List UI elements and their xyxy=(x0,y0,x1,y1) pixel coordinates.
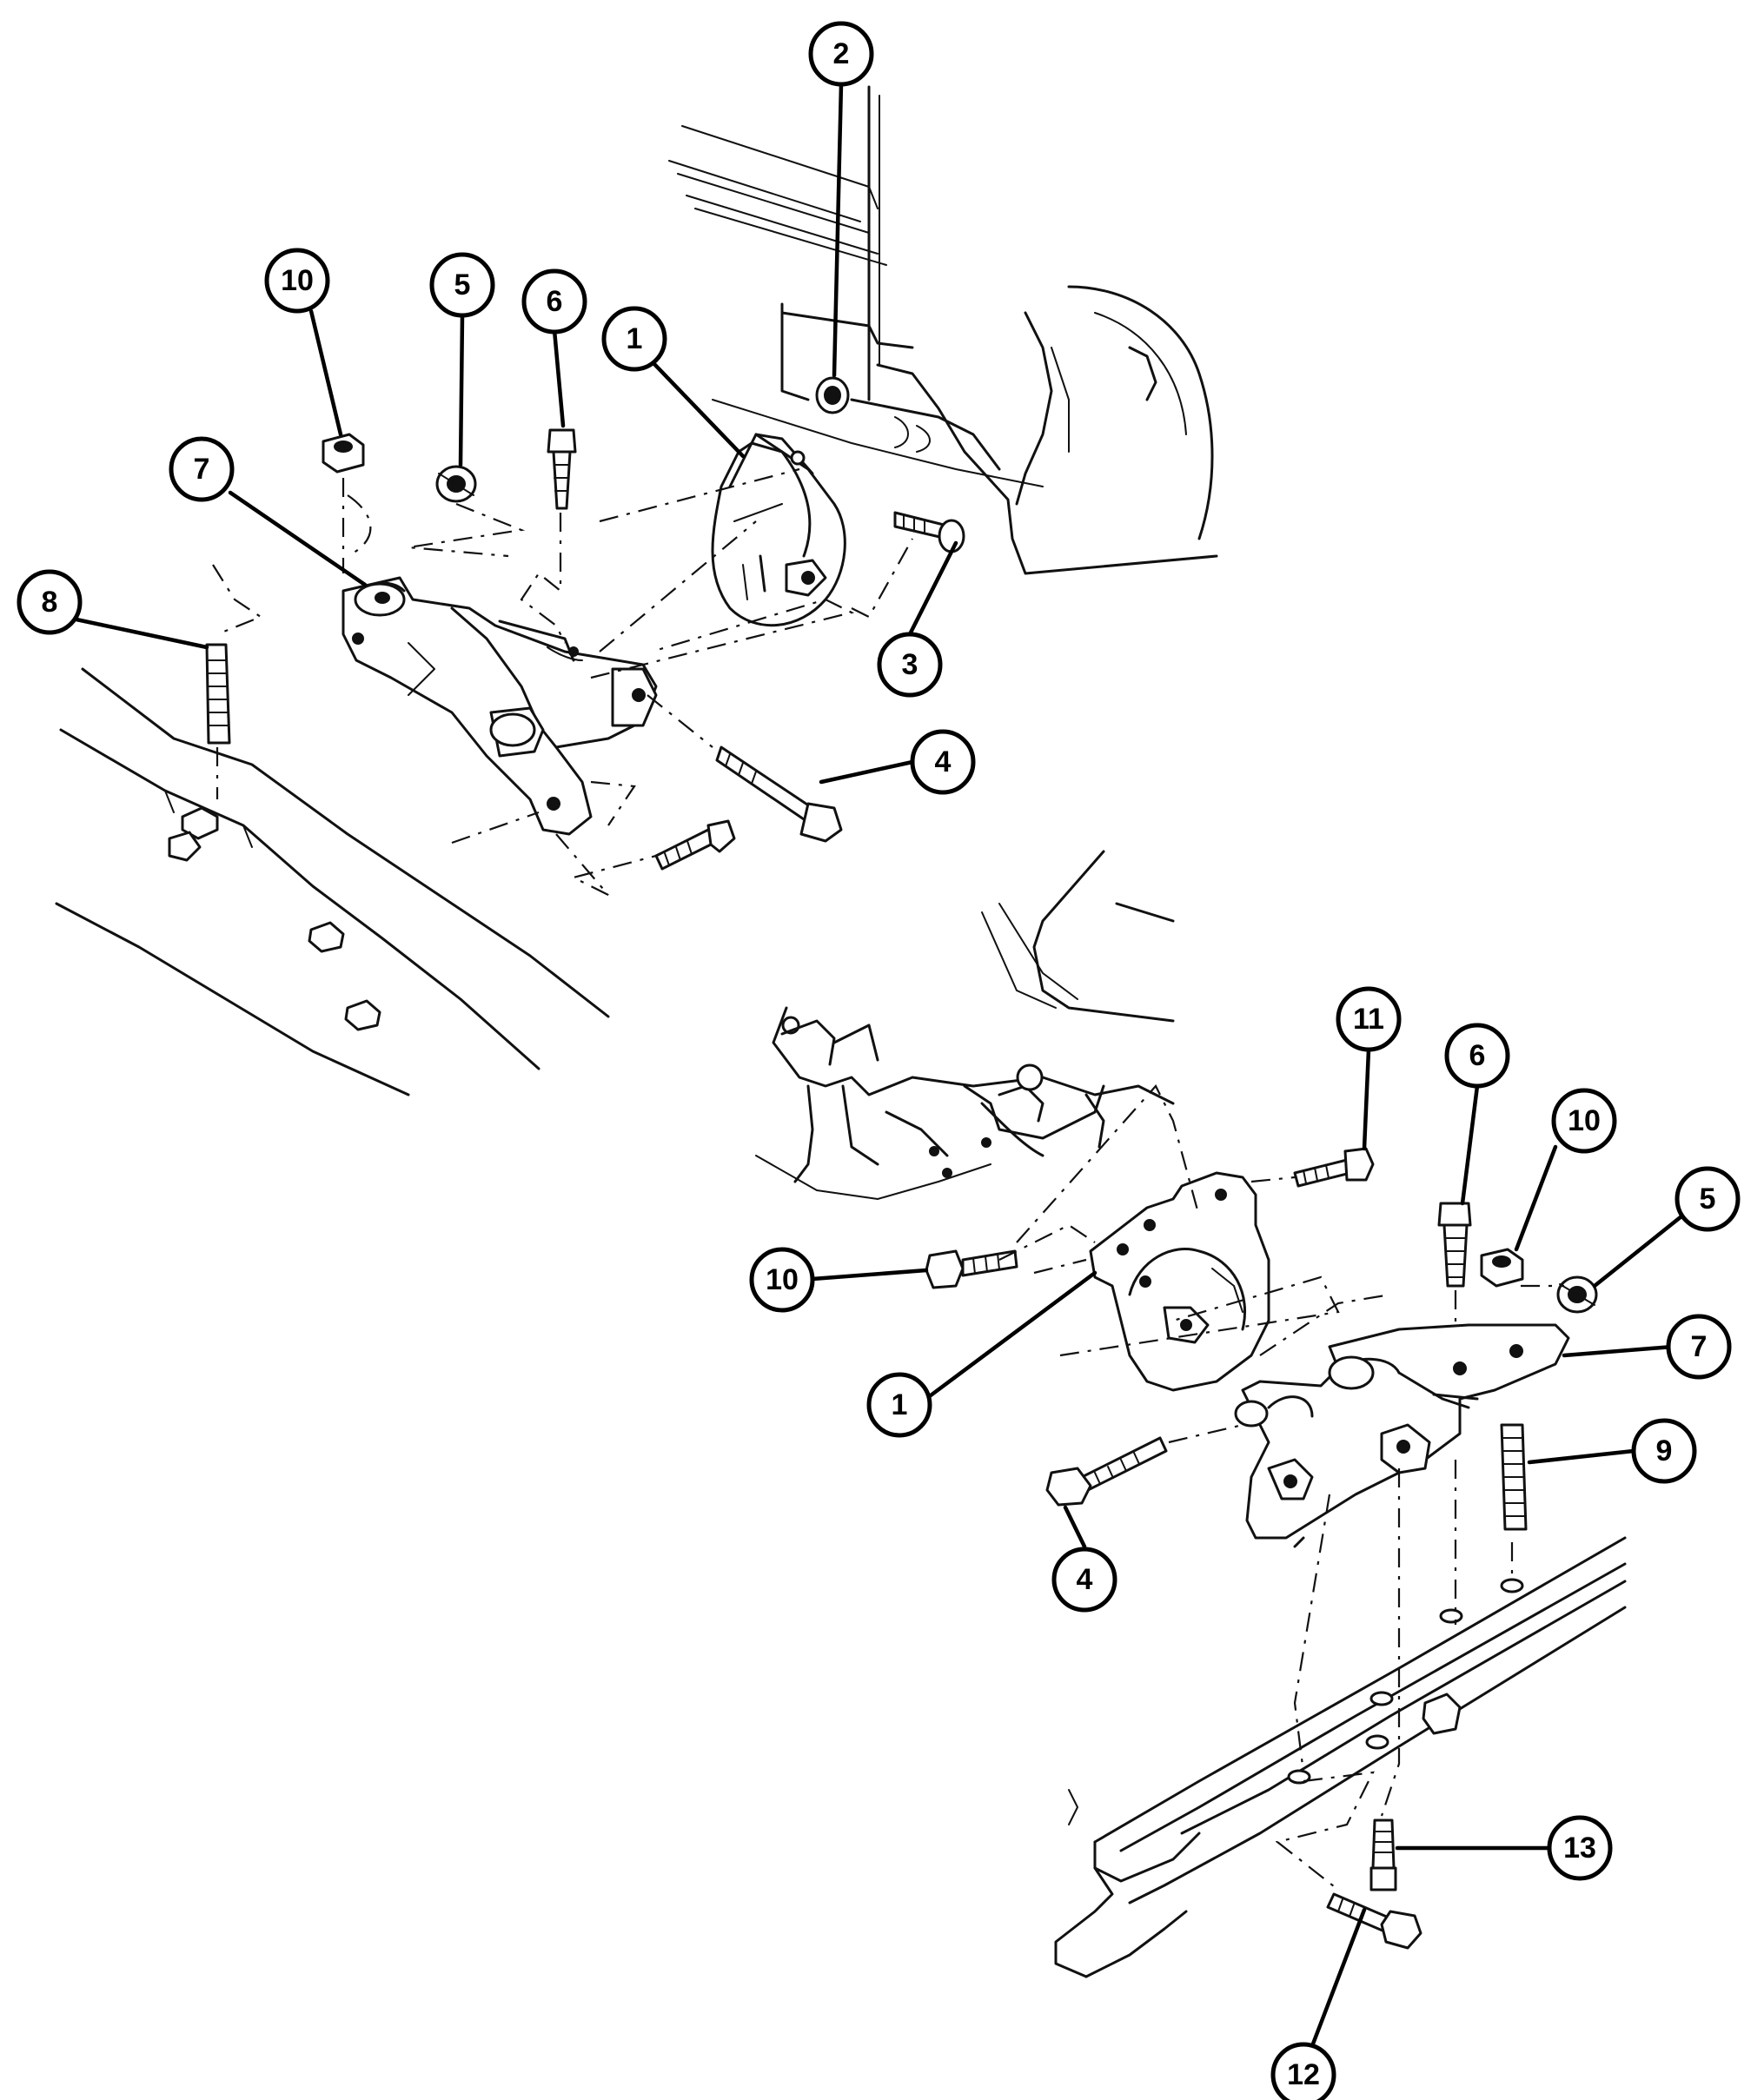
nut-5-lower xyxy=(1556,1275,1598,1314)
callout-4-top: 4 xyxy=(910,729,976,795)
callout-8-top: 8 xyxy=(17,569,83,635)
callout-8-top-label: 8 xyxy=(42,586,58,619)
upper-engine-block-outline xyxy=(668,85,1218,575)
callout-12-bottom: 12 xyxy=(1270,2042,1336,2100)
bolt-small-upper xyxy=(654,819,736,871)
callout-6-bottom-label: 6 xyxy=(1469,1039,1486,1072)
callout-5-bottom: 5 xyxy=(1674,1166,1741,1232)
callout-4-top-label: 4 xyxy=(935,745,952,778)
callout-5-top-label: 5 xyxy=(454,268,471,301)
callout-10-bottom-left-label: 10 xyxy=(766,1263,799,1296)
callout-1-top: 1 xyxy=(601,306,667,372)
callout-13-bottom-label: 13 xyxy=(1563,1832,1596,1865)
frame-rail-upper xyxy=(55,667,610,1096)
callout-6-bottom: 6 xyxy=(1444,1023,1510,1089)
stud-8-upper xyxy=(205,643,231,745)
bolt-6-lower xyxy=(1437,1202,1472,1288)
callout-6-top: 6 xyxy=(521,268,587,335)
bolt-10-lower-left xyxy=(925,1249,1018,1289)
callout-7-bottom: 7 xyxy=(1666,1314,1732,1380)
stud-9-lower xyxy=(1500,1423,1528,1531)
nut-2-upper xyxy=(815,376,850,414)
bolt-12-lower xyxy=(1326,1892,1422,1950)
nut-5-upper xyxy=(435,465,477,503)
callout-4-bottom: 4 xyxy=(1051,1547,1117,1613)
callout-5-bottom-label: 5 xyxy=(1700,1182,1716,1216)
frame-rail-lower xyxy=(1054,1536,1627,1978)
bracket-7-lower xyxy=(1234,1323,1570,1548)
bolt-6-upper xyxy=(547,428,577,510)
callout-4-bottom-label: 4 xyxy=(1077,1563,1093,1596)
callout-1-bottom-label: 1 xyxy=(892,1388,908,1421)
engine-mount-1-lower xyxy=(1089,1171,1270,1392)
exploded-lines-upper xyxy=(212,467,913,896)
callout-3-top-label: 3 xyxy=(902,648,918,681)
callout-5-top: 5 xyxy=(429,252,495,318)
callout-7-bottom-label: 7 xyxy=(1691,1330,1708,1363)
bolt-4-upper xyxy=(715,745,843,843)
callout-7-top-label: 7 xyxy=(194,453,210,486)
bolt-4-lower xyxy=(1045,1436,1168,1507)
callout-7-top: 7 xyxy=(169,436,235,502)
lower-engine-block-outline xyxy=(755,850,1175,1200)
callout-1-bottom: 1 xyxy=(866,1372,932,1438)
callout-1-top-label: 1 xyxy=(627,322,643,355)
bolt-11-lower xyxy=(1293,1147,1375,1188)
callout-11-bottom-label: 11 xyxy=(1353,1003,1384,1036)
callout-2-top: 2 xyxy=(808,21,874,87)
nut-10-lower-right xyxy=(1480,1248,1524,1288)
callout-9-bottom: 9 xyxy=(1631,1418,1697,1484)
engine-mount-1-upper xyxy=(711,433,846,627)
stud-13-lower xyxy=(1369,1818,1397,1891)
callout-10-top-label: 10 xyxy=(281,264,314,297)
callout-2-top-label: 2 xyxy=(833,37,850,70)
nut-10-upper xyxy=(322,433,365,474)
callout-9-bottom-label: 9 xyxy=(1656,1434,1673,1467)
callout-10-bottom-right-label: 10 xyxy=(1568,1104,1601,1137)
bracket-7-upper xyxy=(342,576,658,836)
callout-leaders xyxy=(74,82,1684,2049)
callout-6-top-label: 6 xyxy=(547,285,563,318)
callout-10-top: 10 xyxy=(264,248,330,314)
callout-10-bottom-right: 10 xyxy=(1551,1088,1617,1154)
callout-10-bottom-left: 10 xyxy=(749,1247,815,1313)
callout-13-bottom: 13 xyxy=(1547,1815,1613,1881)
callout-12-bottom-label: 12 xyxy=(1287,2058,1320,2091)
callout-11-bottom: 11 xyxy=(1336,986,1402,1052)
callout-3-top: 3 xyxy=(877,632,943,698)
exploded-lines-lower xyxy=(998,1084,1564,1891)
